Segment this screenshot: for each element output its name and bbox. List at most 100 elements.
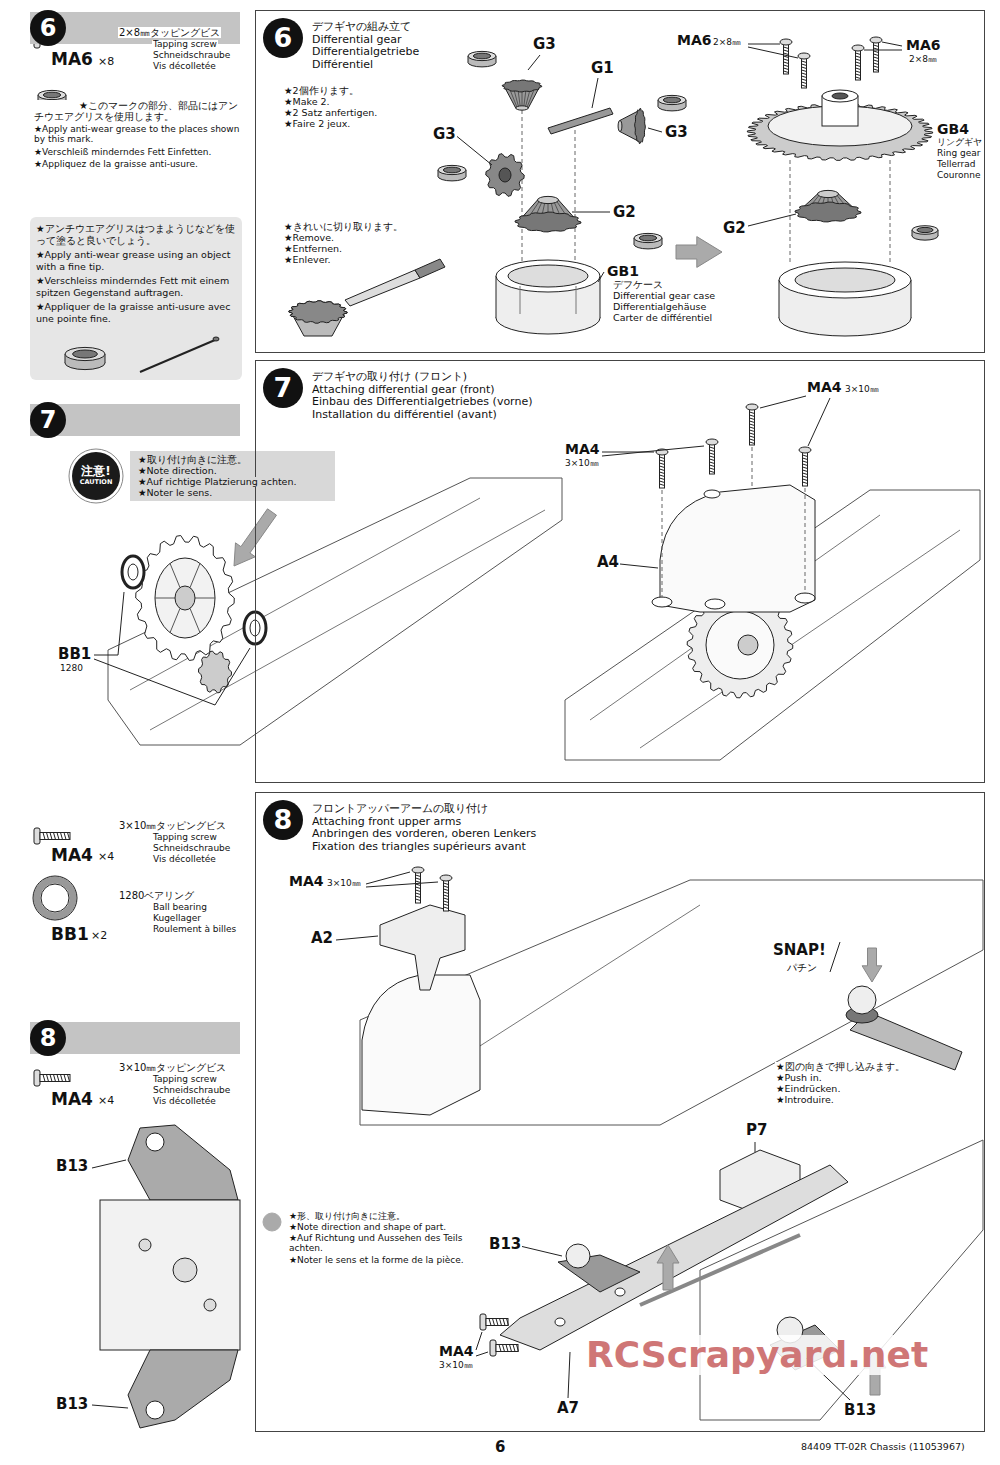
gear-spoke [190, 563, 200, 587]
screw-thread [750, 433, 755, 435]
diff-case [496, 260, 600, 292]
note-text: Carter de différentiel [612, 313, 713, 323]
screw-thread [750, 427, 755, 429]
caution-text: CAUTION [80, 479, 113, 486]
screw-thread [750, 418, 755, 420]
tip-text: ★アンチウエアグリスはつまようじなどを使って塗ると良いでしょう。 [30, 223, 242, 246]
step-number: 7 [263, 368, 303, 408]
chassis [360, 880, 983, 1125]
step-title: デフギヤの組み立て [256, 21, 984, 34]
note-text: 3×10㎜ [564, 459, 600, 469]
screw-thread [856, 68, 861, 70]
note-text: ★Noter le sens et la forme de la pièce. [288, 1256, 465, 1266]
note-text: Roulement à billes [152, 925, 237, 935]
bevel-gear [538, 196, 559, 203]
leader-line [366, 872, 410, 884]
note-text: 84409 TT-02R Chassis (11053967) [800, 1442, 966, 1452]
caution-badge-disc [72, 452, 120, 500]
note-text: リングギヤ [936, 138, 983, 148]
screw-thread [660, 466, 665, 468]
grease-tub [65, 347, 105, 360]
bevel-gear [818, 190, 839, 197]
bevel-gear [795, 202, 861, 222]
gear-cover [362, 975, 480, 1115]
screw-icon [780, 39, 792, 45]
screw-icon [440, 875, 452, 881]
bevel-gear [635, 108, 646, 143]
note-text: ★Verschleiß minderndes Fett Einfetten. [33, 148, 247, 158]
note-text: 2×8㎜タッピングビス [118, 27, 221, 38]
screw-thread [874, 57, 879, 59]
leader-line [748, 47, 798, 58]
screw-thread [710, 453, 715, 455]
note-text: ★Faire 2 jeux. [283, 119, 351, 129]
note-text: ★Apply anti-wear grease to the places sh… [33, 125, 247, 145]
screw-icon [486, 1319, 508, 1326]
guide-line [890, 160, 891, 262]
leader-line [598, 272, 604, 282]
step-title: Fixation des triangles supérieurs avant [256, 841, 984, 854]
screw-thread [444, 904, 449, 906]
screw-thread [64, 1075, 66, 1082]
step-number: 6 [30, 10, 66, 46]
gear-spoke [170, 608, 180, 632]
note-text: Differentialgehäuse [612, 302, 707, 312]
screw-thread [803, 473, 808, 475]
screw-thread [802, 70, 807, 72]
screw-thread [802, 64, 807, 66]
ball-joint [146, 1133, 164, 1151]
part-label: MA4 [564, 442, 601, 457]
ball-bearing [122, 556, 144, 588]
screw-icon [490, 1340, 496, 1356]
grease-tub [634, 233, 662, 242]
diff-case [795, 268, 895, 292]
bevel-gear [289, 301, 347, 323]
diff-hub [822, 90, 858, 102]
screw-thread [803, 464, 808, 466]
screw-thread [54, 1075, 56, 1082]
diff-case-slot [576, 286, 577, 314]
screw-thread [517, 1345, 519, 1352]
screw-thread [784, 71, 789, 73]
note-text: ★Remove. [283, 233, 335, 243]
toothpick [140, 340, 215, 372]
screw-thread [802, 76, 807, 78]
part-label: B13 [55, 1158, 89, 1175]
leader-line [620, 564, 658, 568]
grease-tub [38, 90, 66, 99]
leader-line [568, 1352, 570, 1398]
leader-line [94, 592, 124, 655]
screw-thread [874, 60, 879, 62]
screw-thread [710, 465, 715, 467]
screw-thread [499, 1345, 501, 1352]
step-arrow [676, 237, 722, 268]
screw-thread [710, 456, 715, 458]
gear-hub [499, 168, 511, 182]
screw-thread [803, 482, 808, 484]
screw-icon [874, 42, 879, 72]
grease-tub [438, 165, 466, 174]
note-text: Tellerrad [936, 160, 977, 170]
leader-line [454, 134, 492, 165]
screw-thread [874, 54, 879, 56]
screw-icon [412, 867, 424, 873]
note-text: ★取り付け向きに注意。 [137, 455, 248, 465]
screw-boss [652, 597, 672, 607]
screw-thread [856, 53, 861, 55]
screw-thread [750, 436, 755, 438]
note-text: Vis décolletée [152, 62, 217, 72]
note-text: 3×10㎜ [844, 385, 880, 395]
step-title: Installation du différentiel (avant) [256, 409, 984, 422]
screw-icon [798, 53, 810, 59]
note-text: デフケース [612, 280, 664, 290]
diff-case [779, 262, 911, 298]
bevel-gear [516, 106, 529, 110]
screw-icon [746, 404, 758, 410]
screw-thread [416, 896, 421, 898]
mount-hole [555, 1318, 565, 1326]
screw-thread [750, 442, 755, 444]
screw-thread [710, 459, 715, 461]
note-text: Ring gear [936, 149, 982, 159]
screw-thread [803, 458, 808, 460]
screw-thread [803, 470, 808, 472]
